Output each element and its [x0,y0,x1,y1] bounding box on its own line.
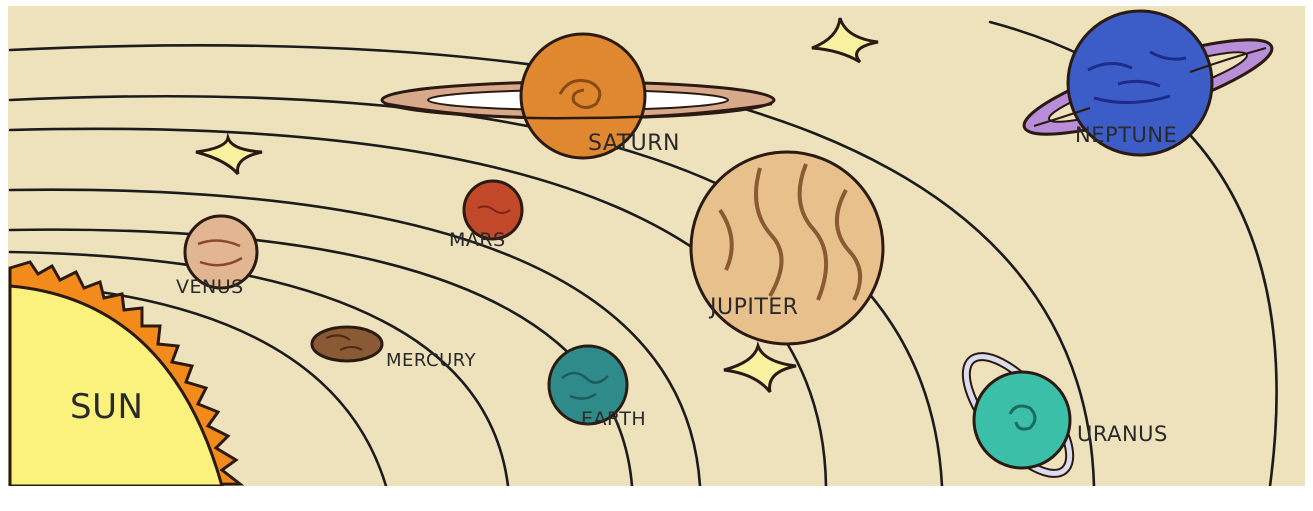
label-earth: EARTH [581,408,646,430]
label-uranus: URANUS [1077,422,1168,446]
label-jupiter: JUPITER [708,295,798,320]
label-neptune: NEPTUNE [1075,123,1177,147]
label-mercury: MERCURY [386,350,477,371]
planet-mercury [312,327,382,361]
label-saturn: SATURN [588,131,680,156]
label-venus: VENUS [176,276,244,298]
label-mars: MARS [449,229,506,251]
label-sun: SUN [70,387,143,427]
